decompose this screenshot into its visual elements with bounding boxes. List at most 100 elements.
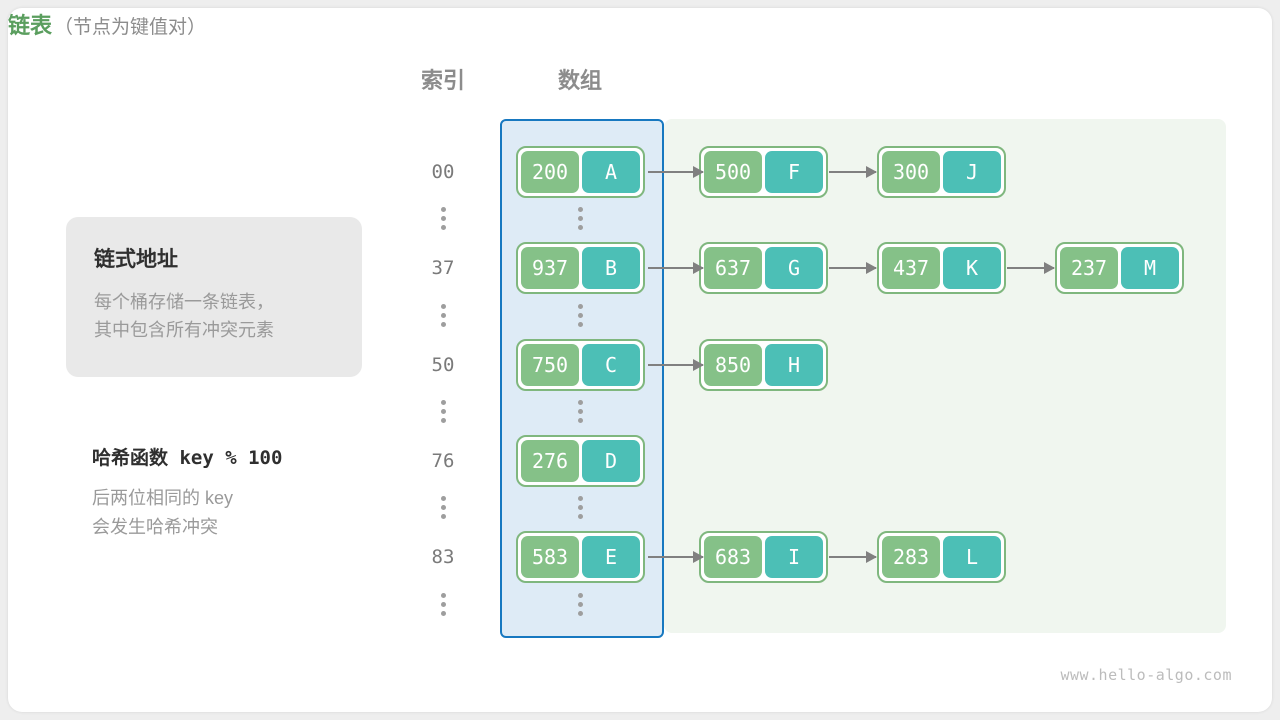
bucket-key: 750 bbox=[521, 344, 579, 386]
link-arrow-icon bbox=[648, 262, 704, 274]
ellipsis-dot bbox=[577, 593, 583, 598]
ellipsis-dot bbox=[440, 207, 446, 212]
link-arrow-icon bbox=[648, 166, 704, 178]
ellipsis-dot bbox=[577, 207, 583, 212]
link-arrow-icon bbox=[829, 262, 877, 274]
bucket-to-chain-arrow bbox=[647, 242, 704, 294]
chain-node-key: 300 bbox=[882, 151, 940, 193]
index-label: 76 bbox=[431, 450, 455, 472]
ellipsis-dot bbox=[577, 322, 583, 327]
chain-node-key: 850 bbox=[704, 344, 762, 386]
ellipsis-dot bbox=[577, 602, 583, 607]
array-ellipsis bbox=[545, 400, 615, 423]
index-ellipsis bbox=[408, 304, 478, 327]
bucket-to-chain-arrow bbox=[647, 339, 704, 391]
link-arrow-icon bbox=[1007, 262, 1055, 274]
array-ellipsis bbox=[545, 593, 615, 616]
ellipsis-dot bbox=[440, 400, 446, 405]
info-card-title: 链式地址 bbox=[94, 248, 178, 271]
ellipsis-dot bbox=[440, 514, 446, 519]
info-card-line-2: 其中包含所有冲突元素 bbox=[94, 319, 274, 340]
ellipsis-dot bbox=[440, 313, 446, 318]
diagram-canvas: 索引 数组 链表 （节点为键值对） 链式地址 每个桶存储一条链表， 其中包含所有… bbox=[8, 8, 1272, 712]
index-label: 83 bbox=[431, 546, 455, 568]
ellipsis-dot bbox=[577, 400, 583, 405]
column-header-linked-list-main: 链表 bbox=[8, 13, 53, 38]
chain-node-value: M bbox=[1121, 247, 1179, 289]
bucket-value: D bbox=[582, 440, 640, 482]
chain-node-key: 683 bbox=[704, 536, 762, 578]
bucket-to-chain-arrow bbox=[647, 531, 704, 583]
ellipsis-dot bbox=[577, 514, 583, 519]
bucket-value: E bbox=[582, 536, 640, 578]
ellipsis-dot bbox=[440, 322, 446, 327]
ellipsis-dot bbox=[577, 313, 583, 318]
info-card: 链式地址 每个桶存储一条链表， 其中包含所有冲突元素 bbox=[66, 217, 362, 377]
ellipsis-dot bbox=[440, 409, 446, 414]
array-ellipsis bbox=[545, 207, 615, 230]
array-ellipsis bbox=[545, 496, 615, 519]
chain-node-key: 637 bbox=[704, 247, 762, 289]
column-header-linked-list: 链表 （节点为键值对） bbox=[8, 8, 1272, 40]
hash-function-title: 哈希函数 key % 100 bbox=[92, 447, 283, 469]
bucket-value: B bbox=[582, 247, 640, 289]
column-header-array: 数组 bbox=[557, 68, 603, 93]
chain-node-value: I bbox=[765, 536, 823, 578]
chain-node-value: F bbox=[765, 151, 823, 193]
chain-node-value: L bbox=[943, 536, 1001, 578]
ellipsis-dot bbox=[577, 611, 583, 616]
link-arrow-icon bbox=[648, 551, 704, 563]
bucket-value: C bbox=[582, 344, 640, 386]
ellipsis-dot bbox=[440, 602, 446, 607]
bucket-value: A bbox=[582, 151, 640, 193]
bucket-key: 200 bbox=[521, 151, 579, 193]
ellipsis-dot bbox=[440, 304, 446, 309]
ellipsis-dot bbox=[577, 216, 583, 221]
ellipsis-dot bbox=[440, 611, 446, 616]
ellipsis-dot bbox=[440, 225, 446, 230]
index-ellipsis bbox=[408, 496, 478, 519]
index-label: 50 bbox=[431, 354, 455, 376]
chain-node-key: 437 bbox=[882, 247, 940, 289]
index-label: 00 bbox=[431, 161, 455, 183]
array-ellipsis bbox=[545, 304, 615, 327]
index-label: 37 bbox=[431, 257, 455, 279]
chain-node-key: 283 bbox=[882, 536, 940, 578]
ellipsis-dot bbox=[577, 418, 583, 423]
ellipsis-dot bbox=[440, 505, 446, 510]
hash-function-line-1: 后两位相同的 key bbox=[92, 488, 234, 508]
index-ellipsis bbox=[408, 400, 478, 423]
ellipsis-dot bbox=[440, 593, 446, 598]
ellipsis-dot bbox=[577, 409, 583, 414]
bucket-key: 276 bbox=[521, 440, 579, 482]
chain-node-value: G bbox=[765, 247, 823, 289]
column-header-linked-list-sub: （节点为键值对） bbox=[54, 17, 207, 38]
info-card-line-1: 每个桶存储一条链表， bbox=[94, 292, 274, 312]
chain-node-value: H bbox=[765, 344, 823, 386]
chain-node-key: 500 bbox=[704, 151, 762, 193]
link-arrow-icon bbox=[829, 551, 877, 563]
ellipsis-dot bbox=[440, 418, 446, 423]
